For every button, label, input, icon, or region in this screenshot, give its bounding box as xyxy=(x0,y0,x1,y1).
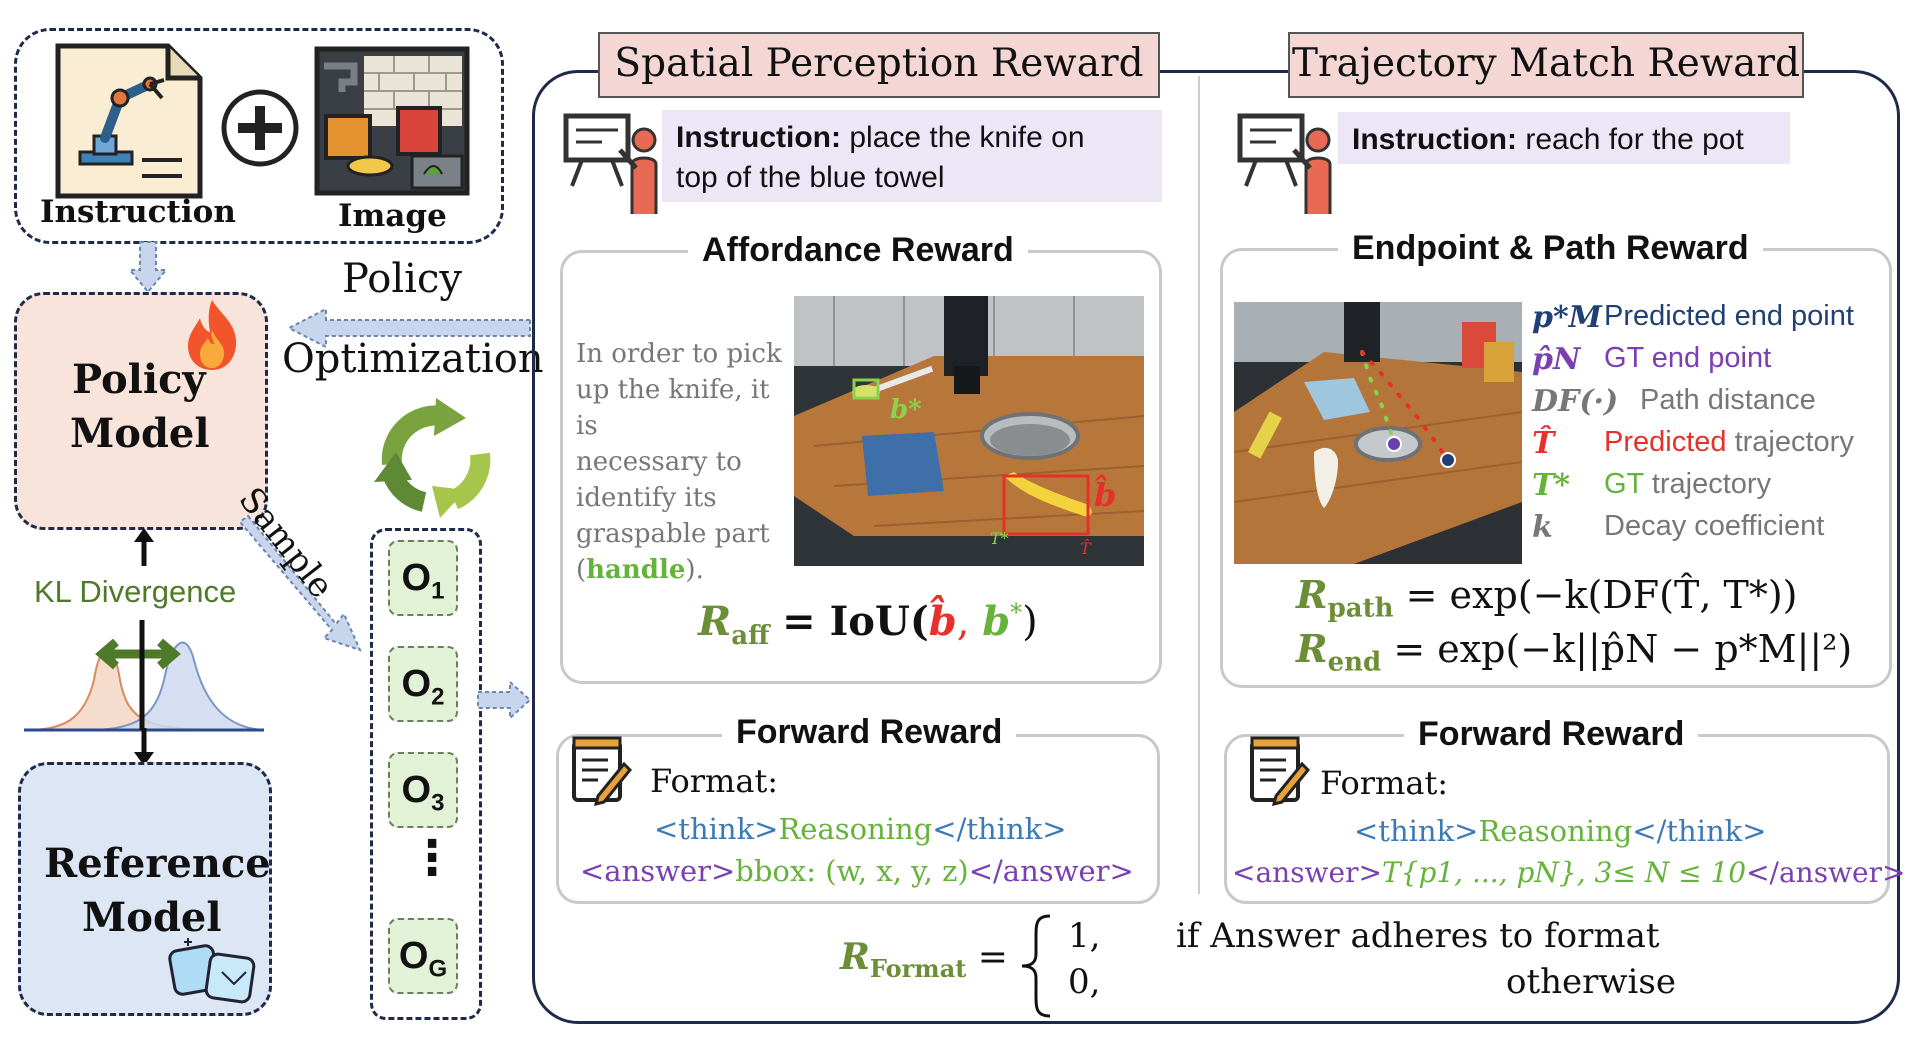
kl-distribution-curves xyxy=(24,620,264,732)
reasoning-line-5: graspable part xyxy=(576,519,770,549)
image-label: Image xyxy=(338,198,447,234)
output-o2: O2 xyxy=(388,646,458,722)
spatial-format-label: Format: xyxy=(650,762,779,800)
spatial-instruction-line1: place the knife on xyxy=(849,121,1085,154)
teacher-board-icon xyxy=(563,113,658,214)
reward-panel xyxy=(532,70,1900,1024)
panel-divider xyxy=(1198,76,1200,894)
trajectory-scene-image xyxy=(1234,302,1522,564)
kl-divergence-label: KL Divergence xyxy=(34,574,237,609)
policy-optimization-arrow xyxy=(286,307,531,349)
reasoning-line-4: identify its xyxy=(576,483,717,513)
policy-model-line1: Policy xyxy=(72,356,206,403)
spatial-forward-reward-title: Forward Reward xyxy=(722,712,1017,752)
rformat-case2-value: 0, xyxy=(1068,962,1101,1002)
spatial-instruction-key: Instruction: xyxy=(676,121,841,154)
legend-predicted-trajectory: T̂ Predicted trajectory xyxy=(1532,426,1854,461)
instruction-label: Instruction xyxy=(40,194,236,230)
trajectory-forward-reward-title: Forward Reward xyxy=(1404,714,1699,754)
trajectory-answer-line: <answer>T{p1, ..., pN}, 3≤ N ≤ 10</answe… xyxy=(1232,856,1906,889)
output-o3: O3 xyxy=(388,752,458,828)
output-og: OG xyxy=(388,918,458,994)
kl-up-arrow xyxy=(134,528,154,566)
affordance-scene-image: b* b̂ T* T̂ xyxy=(794,296,1144,566)
notepad-pencil-icon xyxy=(572,736,632,806)
sample-arrow xyxy=(240,514,362,652)
legend-path-distance: DF(·) Path distance xyxy=(1532,384,1816,419)
trajectory-instruction-text: reach for the pot xyxy=(1525,123,1744,156)
input-to-policy-arrow xyxy=(128,241,168,294)
trajectory-instruction-key: Instruction: xyxy=(1352,123,1517,156)
teacher-board-icon-2 xyxy=(1237,113,1332,214)
input-group-box xyxy=(14,28,504,244)
kitchen-image-icon xyxy=(314,46,470,196)
rend-formula: Rend = exp(−k||p̂N − p*M||²) xyxy=(1296,626,1853,678)
notepad-pencil-icon-2 xyxy=(1250,736,1310,806)
rformat-lhs: RFormat = xyxy=(840,936,1008,984)
reference-model-line1: Reference xyxy=(44,840,271,887)
instruction-document-icon xyxy=(55,43,203,199)
spatial-instruction-box: Instruction: place the knife on top of t… xyxy=(662,110,1162,202)
affordance-formula: Raff = IoU(b̂, b*) xyxy=(698,598,1038,651)
output-o1: O1 xyxy=(388,540,458,616)
trajectory-think-line: <think>Reasoning</think> xyxy=(1354,814,1767,848)
affordance-tstar-label: T* xyxy=(990,529,1009,548)
trajectory-instruction-box: Instruction: reach for the pot xyxy=(1338,112,1790,164)
policy-model-line2: Model xyxy=(70,410,210,457)
endpoint-path-reward-title: Endpoint & Path Reward xyxy=(1338,228,1763,268)
outputs-vdots: ⋮ xyxy=(408,832,456,885)
reference-model-line2: Model xyxy=(82,894,222,941)
ice-cubes-icon xyxy=(168,938,256,1004)
policy-optimization-line1: Policy xyxy=(342,256,462,302)
spatial-think-line: <think>Reasoning</think> xyxy=(654,812,1067,846)
fire-icon xyxy=(188,300,237,370)
recycle-icon xyxy=(374,398,491,518)
spatial-perception-title: Spatial Perception Reward xyxy=(598,32,1160,98)
reasoning-handle-keyword: handle xyxy=(586,555,686,585)
trajectory-format-label: Format: xyxy=(1320,764,1449,802)
affordance-bhat-label: b̂ xyxy=(1094,474,1116,514)
rformat-case1-value: 1, xyxy=(1068,916,1101,956)
reasoning-line-3: necessary to xyxy=(576,447,742,477)
affordance-that-label: T̂ xyxy=(1080,539,1092,558)
trajectory-match-title: Trajectory Match Reward xyxy=(1288,32,1804,98)
policy-optimization-line2: Optimization xyxy=(282,336,544,382)
rformat-case1-condition: if Answer adheres to format xyxy=(1176,916,1660,956)
legend-decay: k Decay coefficient xyxy=(1532,510,1825,545)
outputs-column xyxy=(370,528,482,1020)
legend-predicted-end: p*M Predicted end point xyxy=(1532,300,1854,335)
plus-icon xyxy=(221,89,299,167)
rpath-formula: Rpath = exp(−k(DF(T̂, T*)) xyxy=(1296,572,1798,624)
trajectory-legend: p*M Predicted end point p̂N GT end point… xyxy=(1532,300,1872,550)
outputs-to-reward-arrow xyxy=(477,680,532,720)
spatial-answer-line: <answer>bbox: (w, x, y, z)</answer> xyxy=(580,854,1134,888)
spatial-instruction-line2: top of the blue towel xyxy=(676,161,945,194)
affordance-reasoning: In order to pick up the knife, it is nec… xyxy=(576,336,796,588)
affordance-bstar-label: b* xyxy=(890,395,922,425)
reasoning-line-2: up the knife, it is xyxy=(576,375,770,441)
kl-down-arrow xyxy=(134,728,154,766)
affordance-reward-title: Affordance Reward xyxy=(688,230,1028,270)
legend-gt-end: p̂N GT end point xyxy=(1532,342,1772,377)
legend-gt-trajectory: T* GT trajectory xyxy=(1532,468,1772,503)
rformat-brace xyxy=(1021,914,1051,1018)
rformat-case2-condition: otherwise xyxy=(1506,962,1676,1002)
reasoning-line-1: In order to pick xyxy=(576,339,782,369)
